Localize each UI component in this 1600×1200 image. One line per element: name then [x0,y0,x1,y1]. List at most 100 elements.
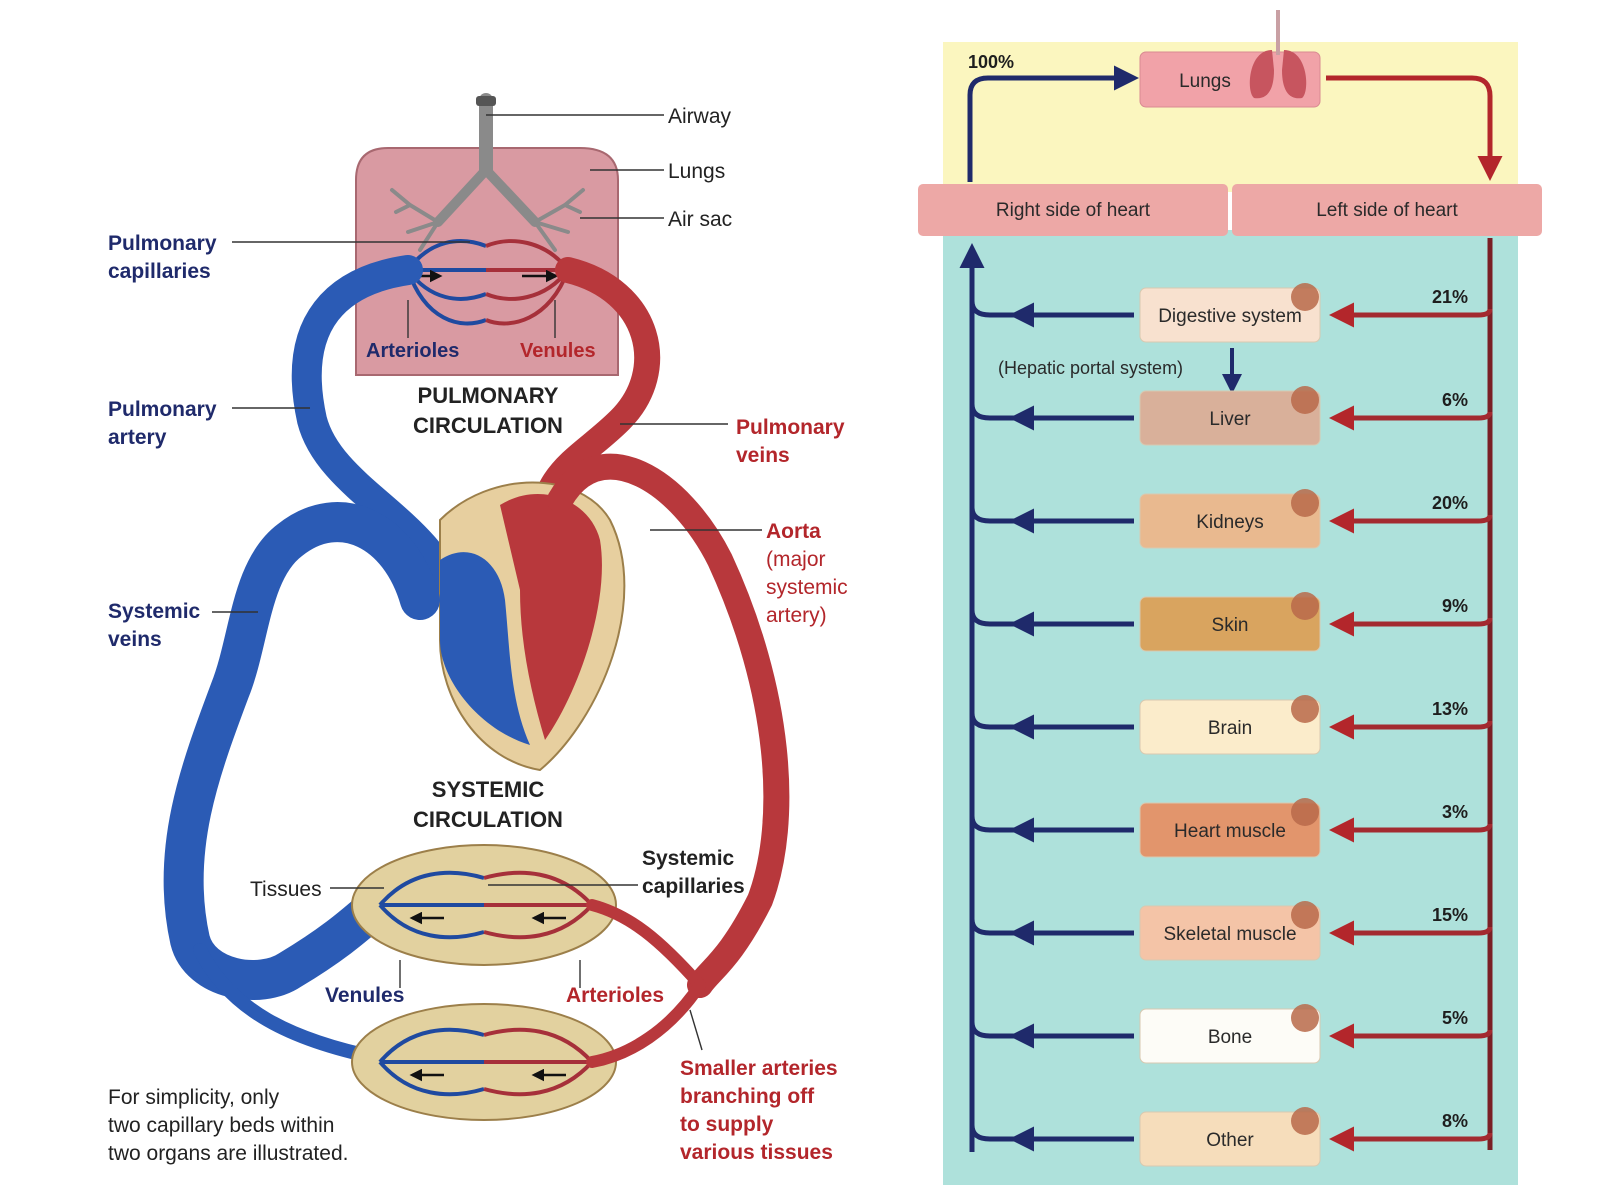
smaller-arteries-label-4: various tissues [680,1141,833,1164]
venules-bottom-label: Venules [325,984,404,1007]
systemic-capillaries-label: Systemic [642,847,735,870]
organ-percent: 21% [1432,287,1468,307]
organ-row: Digestive system 21% [969,283,1493,343]
airway-label: Airway [668,105,732,128]
simplicity-note: For simplicity, only [108,1086,280,1109]
organ-box [1139,802,1321,858]
organ-icon [1291,798,1319,826]
organ-icon [1291,386,1319,414]
organ-name: Bone [1208,1027,1252,1048]
pulmonary-capillaries-label: Pulmonary [108,232,217,255]
organ-name: Digestive system [1158,306,1302,327]
organ-percent: 6% [1442,390,1468,410]
pulmonary-capillaries-label-2: capillaries [108,260,211,283]
organ-icon [1291,901,1319,929]
pulmonary-veins-label-2: veins [736,444,790,467]
lungs-percent: 100% [968,52,1014,72]
left-heart-box [1232,184,1542,236]
organ-box [1139,1008,1321,1064]
organ-percent: 20% [1432,493,1468,513]
left-heart-label: Left side of heart [1316,200,1458,221]
venous-branch-line [969,300,1134,318]
arterial-branch-arrow [1329,302,1493,328]
systemic-circulation-title-2: CIRCULATION [413,807,563,832]
aorta-label-4: artery) [766,604,827,627]
smaller-arteries-label-3: to supply [680,1113,774,1136]
pulmonary-circulation-title: PULMONARY [418,383,559,408]
systemic-pulmonary-diagram: Airway Lungs Air sac Pulmonary capillari… [108,93,848,1165]
to-lungs-arrow [967,65,1139,182]
aorta-label-2: (major [766,548,826,571]
organ-box [1139,1111,1321,1167]
venous-branch-line [969,712,1134,730]
organ-box [1139,596,1321,652]
right-heart-label: Right side of heart [996,200,1151,221]
aorta-label: Aorta [766,520,821,543]
lungs-block [355,147,619,376]
heart-right-side [440,552,530,745]
lungs-box [1139,51,1321,108]
blood-distribution-chart: Lungs 100% Right side of heart Left side… [918,10,1542,1185]
pulmonary-circulation-title-2: CIRCULATION [413,413,563,438]
organ-icon [1291,592,1319,620]
systemic-circulation-title: SYSTEMIC [432,777,545,802]
arterial-branch-arrow [1329,920,1493,946]
pulmonary-artery-label: Pulmonary [108,398,217,421]
organ-percent: 13% [1432,699,1468,719]
arterial-branch-arrow [1329,1126,1493,1152]
lungs-box-label: Lungs [1179,71,1231,92]
organ-box [1139,390,1321,446]
organ-name: Skeletal muscle [1163,924,1296,945]
organ-percent: 15% [1432,905,1468,925]
arterioles-top-label: Arterioles [366,340,459,362]
smaller-arteries-label: Smaller arteries [680,1057,838,1080]
small-artery-upper [586,899,706,991]
organ-percent: 3% [1442,802,1468,822]
venous-branch-line [969,918,1134,936]
organ-box [1139,493,1321,549]
organ-icon [1291,489,1319,517]
pulmonary-veins-label: Pulmonary [736,416,845,439]
organ-percent: 9% [1442,596,1468,616]
leader-lines [212,114,762,1051]
lungs-icon [1249,10,1307,99]
organ-row: Brain 13% [969,695,1493,755]
venous-branch-line [969,815,1134,833]
venous-branch-line [969,1124,1134,1142]
hepatic-portal-label: (Hepatic portal system) [998,358,1183,378]
venous-branch-line [969,1021,1134,1039]
venous-branch-line [969,403,1134,421]
aorta-label-3: systemic [766,576,848,599]
organ-icon [1291,1107,1319,1135]
venous-branch-line [969,506,1134,524]
systemic-veins-label: Systemic [108,600,201,623]
organ-name: Brain [1208,718,1252,739]
organ-row: Bone 5% [969,1004,1493,1064]
arterial-branch-arrow [1329,405,1493,431]
simplicity-note-3: two organs are illustrated. [108,1142,348,1165]
organ-name: Other [1206,1130,1254,1151]
organ-percent: 5% [1442,1008,1468,1028]
venous-branch-line [969,609,1134,627]
right-heart-box [918,184,1228,236]
organ-row: Skeletal muscle 15% [969,901,1493,961]
arterioles-bottom-label: Arterioles [566,984,664,1007]
heart-left-side [500,493,602,740]
smaller-arteries-label-2: branching off [680,1085,815,1108]
organ-icon [1291,695,1319,723]
systemic-capillaries-label-2: capillaries [642,875,745,898]
air-sac-label: Air sac [668,208,732,231]
organ-box [1139,905,1321,961]
systemic-vein-lower [193,943,385,1065]
arterial-branch-arrow [1329,611,1493,637]
pulmonary-artery [291,255,470,615]
arterial-branch-arrow [1329,1023,1493,1049]
arterial-branch-arrow [1329,817,1493,843]
